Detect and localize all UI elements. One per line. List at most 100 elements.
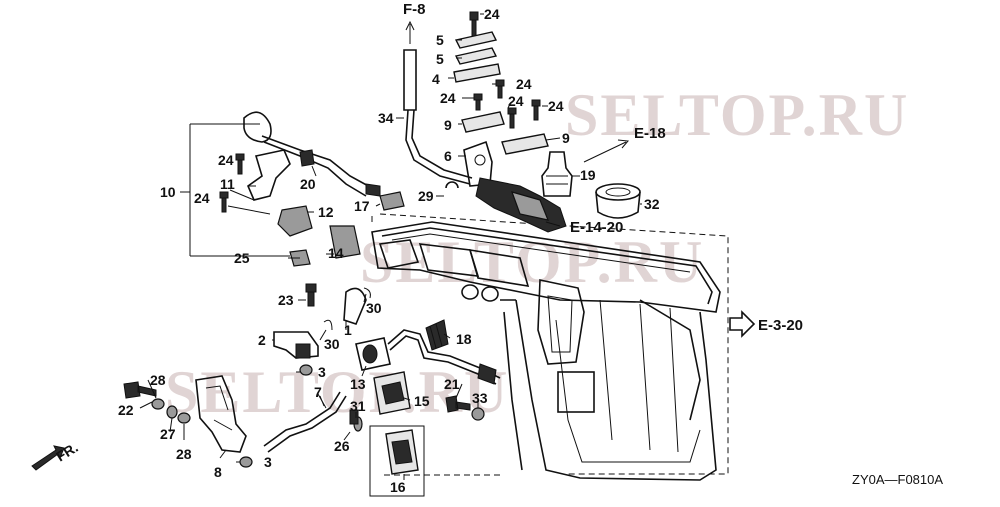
arrow-f8 bbox=[405, 20, 415, 44]
bracket-8-detail bbox=[205, 385, 233, 431]
terminal-end bbox=[365, 183, 381, 197]
bolt-23 bbox=[305, 283, 317, 307]
grommet-18 bbox=[425, 319, 449, 351]
cable-bracket-6 bbox=[463, 140, 493, 187]
arrow-e18 bbox=[583, 139, 630, 163]
callout-24: 24 bbox=[440, 90, 456, 106]
plate-15-inner bbox=[381, 381, 405, 405]
callout-12: 12 bbox=[318, 204, 334, 220]
callout-17: 17 bbox=[354, 198, 370, 214]
plate-9a bbox=[461, 111, 505, 133]
ref-e320: E-3-20 bbox=[758, 317, 803, 334]
harness-wire-2 bbox=[263, 141, 367, 197]
callout-22: 22 bbox=[118, 402, 134, 418]
callout-9: 9 bbox=[444, 117, 452, 133]
plate-16-inner bbox=[391, 439, 413, 465]
housing-lower-inner bbox=[555, 319, 701, 463]
grommet-12 bbox=[277, 205, 313, 237]
callout-leaders bbox=[139, 13, 642, 480]
bolt-24d bbox=[507, 107, 517, 129]
bolt-24b bbox=[495, 79, 505, 99]
cover-14 bbox=[329, 225, 361, 259]
housing-front-edge bbox=[500, 299, 523, 471]
bolt-22 bbox=[123, 381, 157, 399]
callout-5: 5 bbox=[436, 51, 444, 67]
front-direction-label: FR. bbox=[53, 439, 81, 465]
housing-box-left bbox=[378, 239, 420, 269]
callout-9: 9 bbox=[562, 130, 570, 146]
ref-e1420: E-14-20 bbox=[570, 219, 623, 236]
cable-rod-edge bbox=[411, 109, 473, 179]
callout-numbers: 24 5 5 4 24 24 24 24 9 9 34 6 19 29 17 3… bbox=[118, 6, 660, 495]
callout-15: 15 bbox=[414, 393, 430, 409]
bolt-group-upper bbox=[453, 11, 549, 155]
drawing-code: ZY0A—F0810A bbox=[852, 472, 943, 487]
callout-24: 24 bbox=[484, 6, 500, 22]
cable-rod bbox=[405, 109, 471, 185]
callout-24: 24 bbox=[194, 190, 210, 206]
seal-32-body bbox=[595, 191, 641, 219]
callout-8: 8 bbox=[214, 464, 222, 480]
arrow-e320 bbox=[729, 310, 756, 338]
hose-7 bbox=[263, 391, 341, 447]
callout-24: 24 bbox=[218, 152, 234, 168]
oil-case-housing bbox=[371, 213, 729, 481]
callout-6: 6 bbox=[444, 148, 452, 164]
arrow-e1420 bbox=[545, 221, 561, 227]
bracket-hole bbox=[474, 154, 486, 166]
bolt-24c bbox=[473, 93, 483, 111]
ref-e18: E-18 bbox=[634, 125, 666, 142]
callout-30: 30 bbox=[366, 300, 382, 316]
group-bracket-10 bbox=[189, 123, 290, 257]
callout-18: 18 bbox=[456, 331, 472, 347]
watermark-top: SELTOP.RU bbox=[565, 82, 909, 148]
bolt-24f bbox=[235, 153, 245, 175]
callout-2: 2 bbox=[258, 332, 266, 348]
washer-33 bbox=[471, 407, 485, 421]
clamp-20 bbox=[299, 149, 315, 167]
callout-16: 16 bbox=[390, 479, 406, 495]
tube-1 bbox=[343, 287, 367, 325]
clip-29 bbox=[445, 181, 459, 189]
bracket-11-leaders bbox=[227, 189, 271, 215]
grommet-18-ribs bbox=[429, 323, 443, 349]
housing-hole-2 bbox=[481, 286, 499, 302]
watermarks: SELTOP.RU SELTOP.RU SELTOP.RU bbox=[165, 82, 909, 425]
front-direction-arrow bbox=[31, 445, 65, 471]
bolt-21 bbox=[445, 395, 471, 413]
plate-5b bbox=[454, 47, 498, 65]
callout-20: 20 bbox=[300, 176, 316, 192]
grommet-19 bbox=[541, 151, 573, 197]
plate-4 bbox=[453, 63, 501, 83]
bolt-24a bbox=[469, 11, 479, 37]
plate-group bbox=[369, 371, 425, 497]
middle-left-parts bbox=[273, 225, 371, 376]
callout-34: 34 bbox=[378, 110, 394, 126]
callout-19: 19 bbox=[580, 167, 596, 183]
hose-7-edge bbox=[267, 395, 347, 453]
callout-13: 13 bbox=[350, 376, 366, 392]
switch-2-body bbox=[295, 343, 311, 359]
ref-f8: F-8 bbox=[403, 1, 426, 18]
washer-28a bbox=[151, 398, 165, 410]
callout-24: 24 bbox=[508, 93, 524, 109]
housing-bracket bbox=[537, 279, 585, 365]
callout-7: 7 bbox=[314, 384, 322, 400]
callout-28: 28 bbox=[176, 446, 192, 462]
sensor-wire-2 bbox=[389, 335, 497, 385]
bolt-24g bbox=[219, 191, 229, 213]
leader-lines bbox=[139, 13, 642, 480]
housing-rim-detail bbox=[391, 233, 691, 273]
callout-25: 25 bbox=[234, 250, 250, 266]
clip-30b bbox=[323, 319, 333, 331]
callout-28: 28 bbox=[150, 372, 166, 388]
plate-5a bbox=[454, 31, 498, 49]
sensor-plug bbox=[477, 363, 497, 385]
grommet-19-ribs bbox=[546, 175, 568, 185]
callout-26: 26 bbox=[334, 438, 350, 454]
callout-24: 24 bbox=[516, 76, 532, 92]
wire-harness-group bbox=[180, 111, 381, 267]
callout-29: 29 bbox=[418, 188, 434, 204]
callout-30: 30 bbox=[324, 336, 340, 352]
